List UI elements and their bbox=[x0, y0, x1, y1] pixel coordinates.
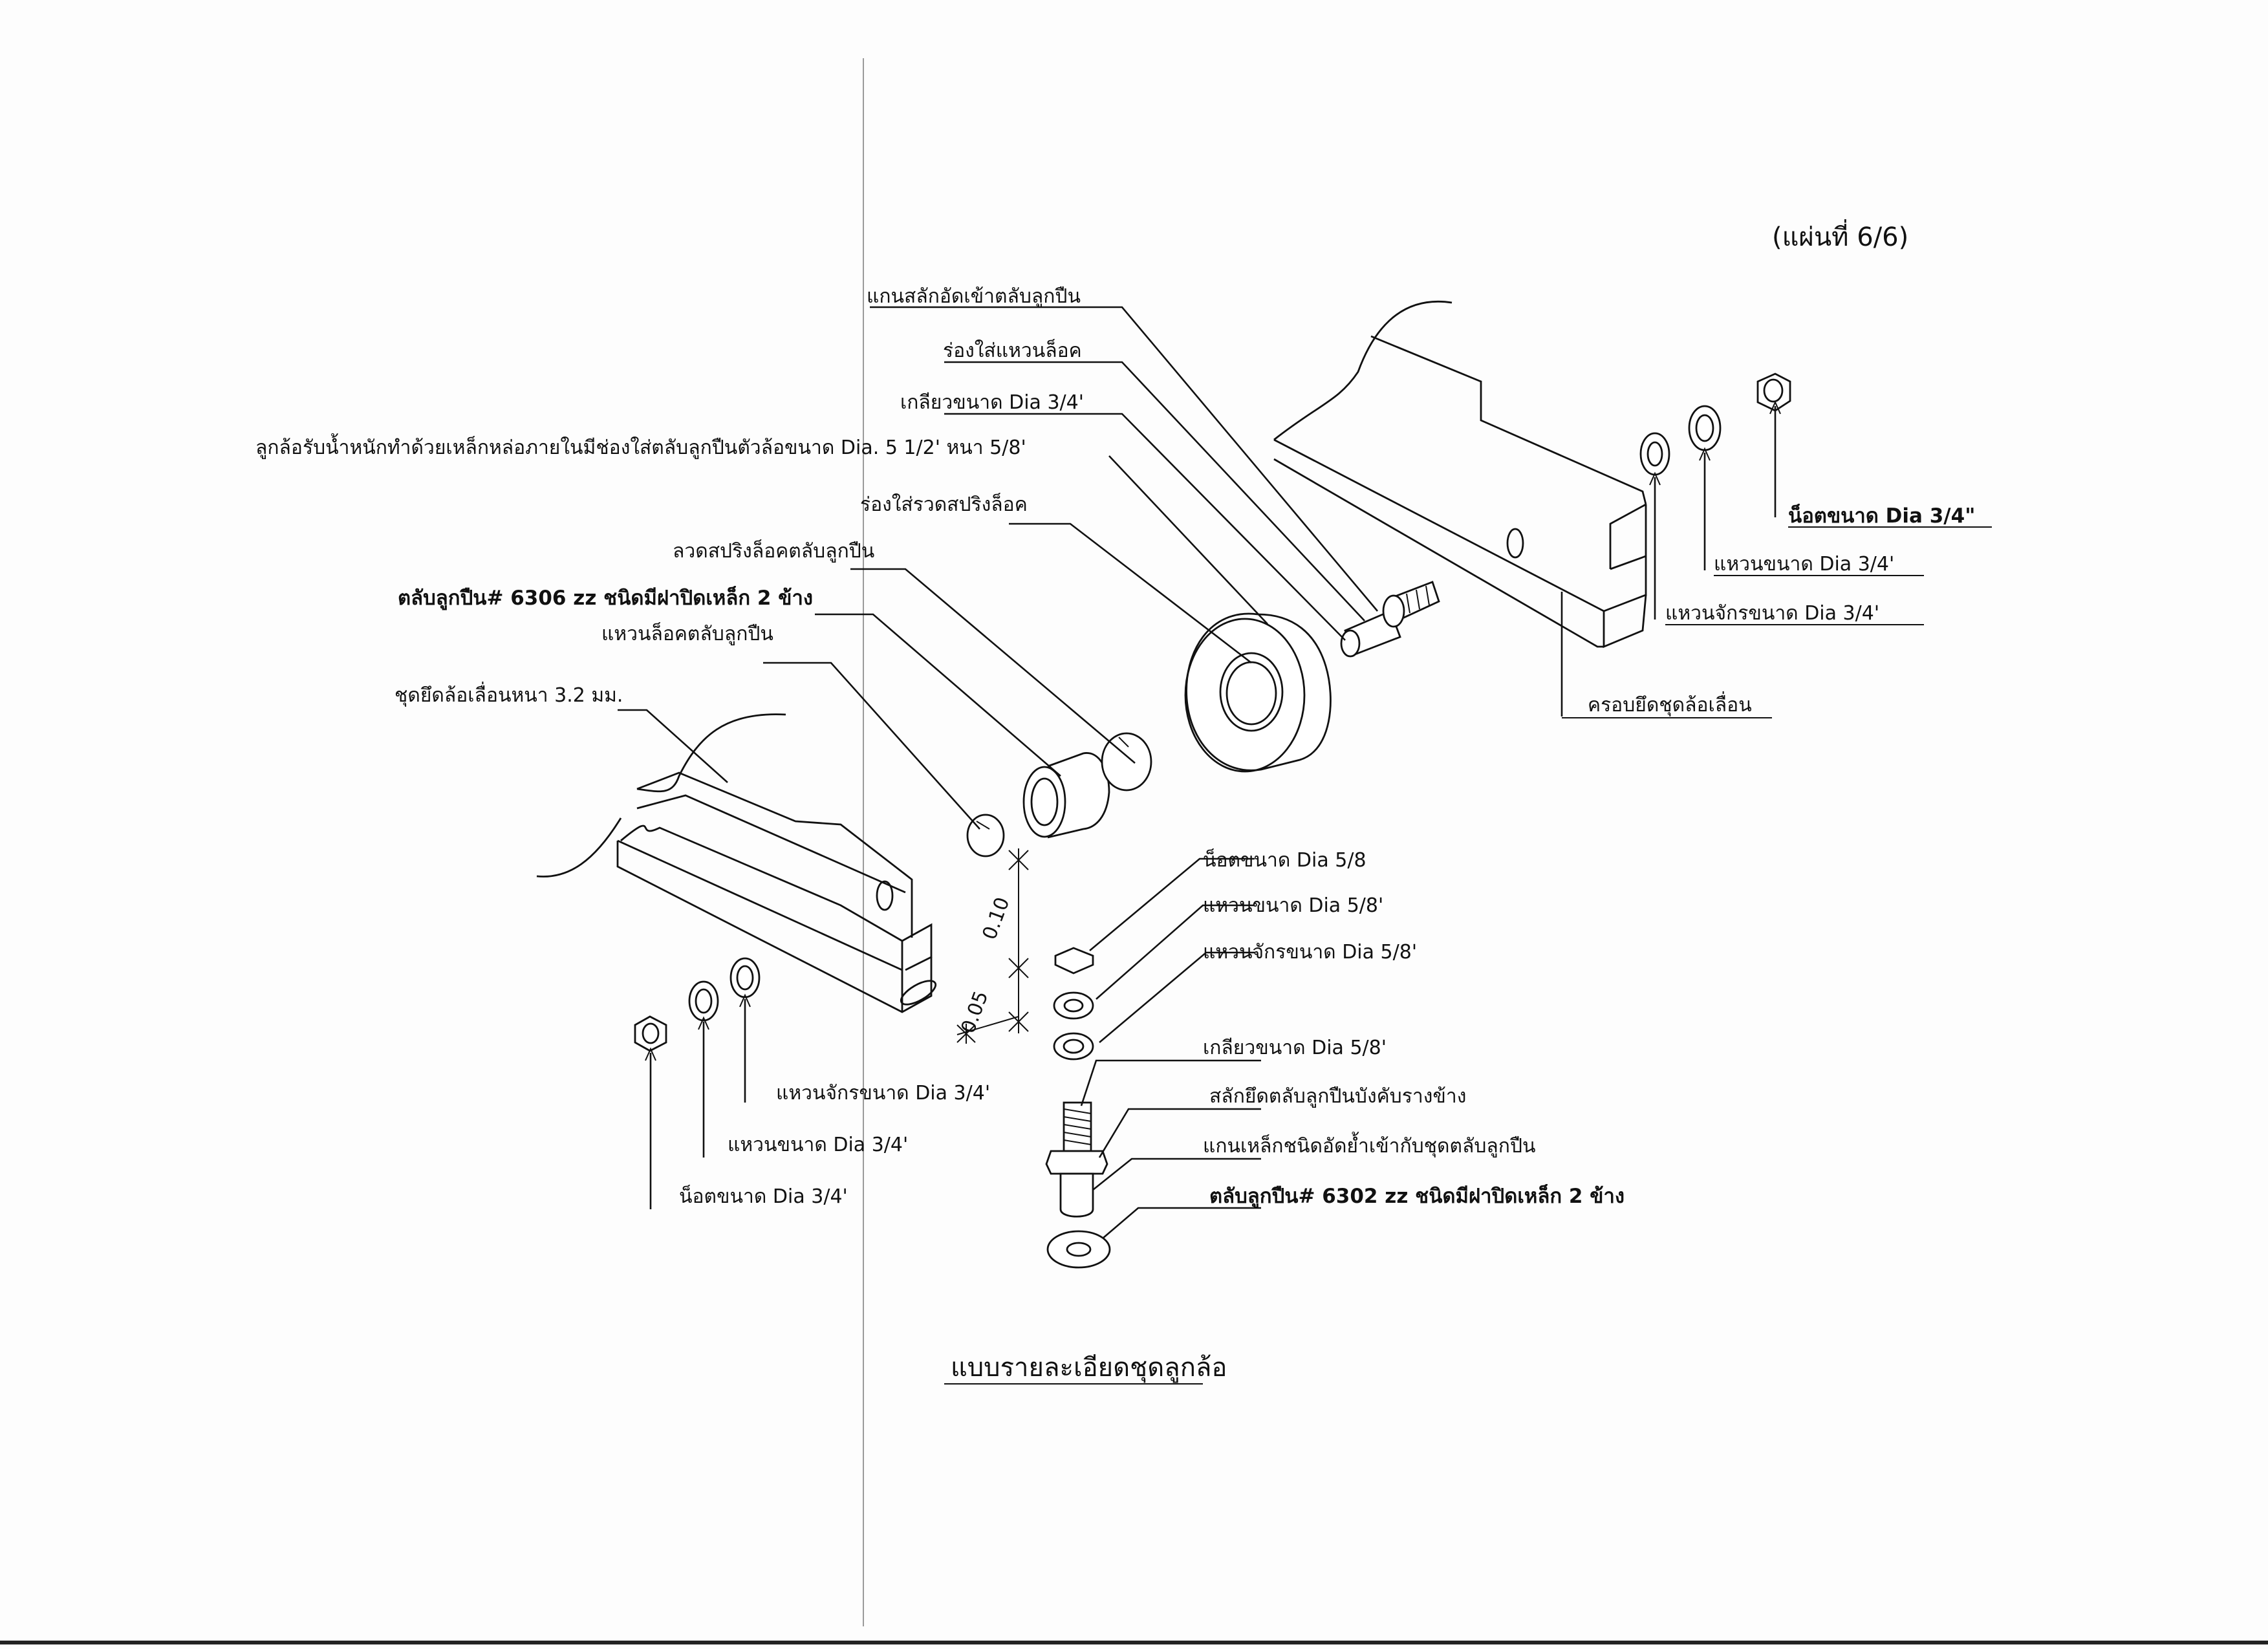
label-cover: ครอบยึดชุดล้อเลื่อน bbox=[1588, 691, 1752, 717]
label-spring-washer-right: แหวนจักรขนาด Dia 3/4' bbox=[1665, 602, 1879, 625]
label-bearing-6302: ตลับลูกปืน# 6302 zz ชนิดมีฝาปิดเหล็ก 2 ข… bbox=[1209, 1183, 1625, 1209]
label-spring-washer-5-8: แหวนจักรขนาด Dia 5/8' bbox=[1203, 941, 1417, 964]
dimension-marks bbox=[956, 848, 1029, 1044]
label-steel-shaft: แกนเหล็กชนิดอัดย้ำเข้ากับชุดตลับลูกปืน bbox=[1203, 1132, 1536, 1158]
cover-channel-right bbox=[1273, 301, 1647, 649]
axle-pin bbox=[1340, 581, 1440, 658]
label-nut-right: น็อตขนาด Dia 3/4" bbox=[1788, 503, 1975, 528]
label-washer-left: แหวนขนาด Dia 3/4' bbox=[728, 1134, 908, 1156]
label-thread-3-4: เกลียวขนาด Dia 3/4' bbox=[900, 391, 1084, 414]
label-nut-5-8: น็อตขนาด Dia 5/8 bbox=[1203, 848, 1366, 872]
left-fasteners bbox=[634, 957, 761, 1052]
label-side-pin: สลักยึดตลับลูกปืนบังคับรางข้าง bbox=[1209, 1085, 1466, 1108]
bracket-channel-left bbox=[536, 713, 937, 1013]
label-bearing-6306: ตลับลูกปืน# 6306 zz ชนิดมีฝาปิดเหล็ก 2 ข… bbox=[398, 585, 813, 610]
right-fasteners bbox=[1639, 372, 1791, 476]
label-washer-right: แหวนขนาด Dia 3/4' bbox=[1714, 553, 1894, 576]
label-thread-5-8: เกลียวขนาด Dia 5/8' bbox=[1203, 1037, 1387, 1059]
bearing-6306 bbox=[1022, 752, 1110, 839]
label-bracket: ชุดยึดล้อเลื่อนหนา 3.2 มม. bbox=[394, 682, 623, 707]
label-underlines bbox=[944, 526, 1992, 1385]
center-fastener-stack bbox=[1045, 947, 1111, 1269]
label-washer-5-8: แหวนขนาด Dia 5/8' bbox=[1203, 894, 1383, 917]
dimension-b: 0.05 bbox=[957, 988, 993, 1037]
label-axle-pin: แกนสลักอัดเข้าตลับลูกปืน bbox=[867, 285, 1081, 308]
sheet-number: (แผ่นที่ 6/6) bbox=[1772, 219, 1908, 252]
label-spring-wire: ลวดสปริงล็อคตลับลูกปืน bbox=[673, 539, 874, 563]
leader-lines bbox=[618, 306, 1781, 1239]
drawing-caption: แบบรายละเอียดชุดลูกล้อ bbox=[951, 1353, 1227, 1383]
label-spring-washer-left: แหวนจักรขนาด Dia 3/4' bbox=[776, 1082, 990, 1105]
roller-wheel bbox=[1184, 612, 1332, 773]
dimension-a: 0.10 bbox=[978, 894, 1015, 943]
label-roller-wheel: ลูกล้อรับน้ำหนักทำด้วยเหล็กหล่อภายในมีช่… bbox=[255, 433, 1026, 459]
label-nut-left: น็อตขนาด Dia 3/4' bbox=[679, 1184, 848, 1208]
label-spring-groove: ร่องใส่รวดสปริงล็อค bbox=[860, 492, 1028, 516]
label-lock-ring-groove: ร่องใส่แหวนล็อค bbox=[943, 338, 1082, 362]
label-bearing-lock-ring: แหวนล็อคตลับลูกปืน bbox=[601, 621, 773, 645]
bearing-lock-ring bbox=[1101, 732, 1152, 792]
